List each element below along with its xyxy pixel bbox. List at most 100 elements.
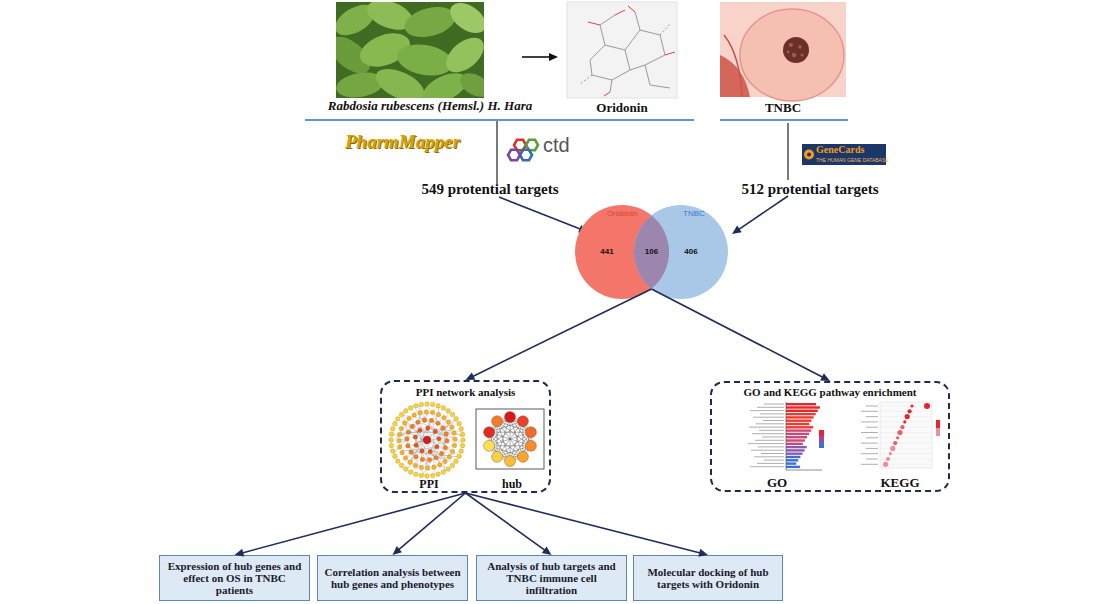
connector-line-part: [787, 123, 788, 180]
ppi-network-graphic-part: [460, 432, 465, 437]
flow-arrow-part: [499, 197, 581, 229]
plant-photo-part: [371, 62, 429, 98]
chemical-structure-part-part: [615, 10, 625, 15]
ppi-network-graphic-part: [420, 413, 436, 433]
ppi-network-graphic-part: [450, 412, 455, 417]
ppi-network-graphic-part: [461, 438, 466, 443]
chemical-structure-part-part: [604, 92, 610, 96]
disease-name: TNBC: [733, 100, 833, 116]
go-bar-chart-part: [786, 433, 809, 435]
ppi-network-graphic-part: [460, 443, 465, 448]
ppi-network-graphic-part: [435, 444, 440, 449]
ppi-network-graphic-part: [418, 411, 423, 416]
chemical-structure-part: [580, 12, 670, 92]
compound-name: Oridonin: [572, 100, 672, 116]
ppi-network-graphic-part: [424, 420, 445, 471]
ppi-network-graphic-part: [389, 438, 394, 443]
ppi-network-graphic-part: [420, 457, 425, 462]
arrow-head: [235, 549, 245, 557]
plant-photo-part: [401, 2, 458, 42]
ppi-network-graphic-part: [433, 421, 463, 444]
ppi-network-graphic-part: [450, 425, 455, 430]
circle-fill: [634, 205, 728, 299]
flow-arrow: [732, 196, 788, 234]
ppi-network-graphic-part: [389, 432, 394, 437]
connector-line: [466, 493, 546, 551]
go-bar-chart-part: [756, 423, 784, 424]
ppi-network-graphic-part: [425, 402, 430, 407]
ppi-network-graphic-part: [399, 463, 404, 468]
tnbc-illustration-part: [724, 35, 742, 97]
go-bar-chart-part: [786, 423, 809, 425]
chemical-structure-part-part: [600, 15, 615, 45]
go-bar-chart-part: [786, 443, 803, 445]
ppi-network-graphic-part: [399, 426, 404, 431]
ppi-network-graphic-part: [452, 431, 457, 436]
chemical-structure-part: [567, 2, 677, 98]
ppi-network-graphic-part: [426, 444, 438, 468]
flow-arrow-part: [522, 56, 551, 58]
ppi-network-graphic-part: [433, 450, 447, 460]
ppi-network-graphic-part: [439, 417, 455, 455]
venn-overlap: 106: [634, 215, 669, 289]
ppi-network-graphic-part: [446, 409, 451, 414]
arrow-head: [466, 372, 476, 380]
node-title: Molecular docking of hub targets with Or…: [634, 566, 782, 590]
connector-line-part: [496, 121, 497, 184]
species-name: Rabdosia rubescens (Hemsl.) H. Hara: [300, 98, 560, 114]
flow-arrow-part: [738, 196, 788, 230]
node-text: 406: [674, 247, 708, 256]
go-bar-chart-part: [819, 436, 824, 442]
kegg-dot-plot-part: [924, 403, 930, 409]
ppi-network-graphic-part: [402, 421, 407, 426]
kegg-dot-plot-part: [861, 411, 878, 412]
kegg-dot-plot-part: [880, 411, 932, 412]
kegg-dot-plot-part: [905, 414, 910, 419]
kegg-dot-plot-part: [866, 448, 878, 449]
chemical-structure-part-part: [645, 65, 670, 88]
kegg-dot-plot-part: [861, 432, 878, 433]
flow-connector: [393, 493, 466, 555]
ppi-network-graphic-part: [459, 427, 464, 432]
flow-arrow: [499, 197, 588, 232]
node-title: TNBC: [674, 209, 714, 218]
genecards-logo-mark-part: [804, 150, 814, 160]
ppi-network-graphic-part: [418, 428, 423, 433]
go-bar-chart-part: [786, 403, 816, 405]
hub-network-graphic-part: [489, 445, 531, 446]
plant-photo-part: [440, 31, 484, 79]
ppi-network-graphic-part: [391, 421, 422, 442]
ppi-network-graphic-part: [401, 456, 416, 464]
ppi-network-graphic-part: [420, 428, 424, 467]
go-bar-chart-part: [761, 453, 784, 454]
ppi-network-graphic-part: [454, 459, 459, 464]
ppi-network-graphic-part: [414, 472, 419, 477]
ppi-network-graphic-part: [436, 472, 441, 477]
kegg-dot-plot-part: [880, 448, 932, 449]
chemical-structure-part: [588, 6, 675, 96]
go-bar-chart-part: [786, 449, 805, 451]
ppi-network-graphic-part: [407, 420, 431, 469]
kegg-dot-plot-part: [900, 425, 904, 429]
go-bar-chart-part: [762, 437, 784, 438]
ppi-network-graphic-part: [406, 421, 433, 450]
ppi-network-graphic-part: [446, 420, 451, 425]
ppi-network-graphic-part: [430, 402, 435, 407]
go-bar-chart-part: [819, 442, 824, 448]
kegg-dot-plot-part: [897, 430, 902, 435]
ppi-network-graphic-part: [443, 459, 448, 464]
ppi-network-graphic-part: [393, 454, 398, 459]
ppi-network-graphic-part: [420, 449, 425, 454]
ppi-network-graphic-part: [427, 458, 432, 463]
chemical-structure-part-part: [665, 52, 675, 55]
node-title: 106: [634, 247, 669, 256]
go-bar-chart-part: [786, 416, 814, 418]
node-title: Oridonin: [595, 209, 649, 218]
go-bar-chart-part: [757, 463, 784, 464]
ppi-network-graphic-part: [432, 465, 437, 470]
ppi-network-graphic-part: [390, 449, 395, 454]
kegg-dot-plot-part: [910, 404, 913, 407]
